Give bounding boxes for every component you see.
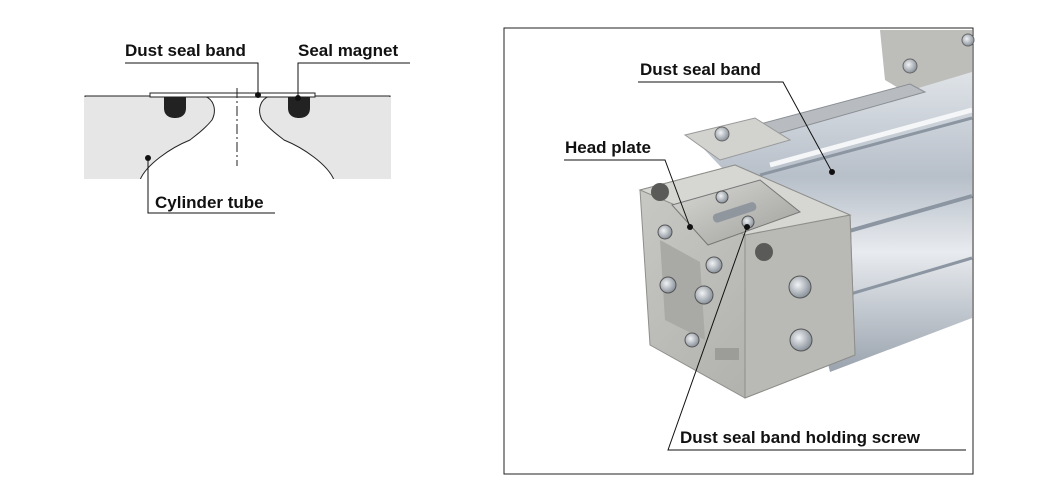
label-dust-seal-band: Dust seal band [125, 41, 246, 60]
cap-side-screw-1 [788, 275, 812, 299]
rear-plate [683, 117, 792, 161]
cap-nameplate [715, 348, 739, 360]
head-plate-top-screw [715, 190, 729, 204]
cap-side-screw-2 [789, 328, 813, 352]
cap-recess [660, 240, 705, 340]
tube-edge-mask [84, 97, 87, 181]
leader-dot-seal-magnet [295, 95, 301, 101]
label-photo-dust-seal-band: Dust seal band [640, 60, 761, 79]
cap-screw-5 [684, 332, 700, 348]
cross-section-diagram: Dust seal band Seal magnet Cylinder tube [84, 41, 410, 214]
head-plate-slot [712, 202, 757, 223]
leader-photo-dust-seal-band [638, 81, 833, 173]
tube-highlight [769, 107, 973, 168]
leader-head-plate [564, 159, 691, 228]
seal-magnet-left [164, 97, 186, 118]
tube-edge-mask-right [388, 97, 391, 181]
cap-hole-top-left [651, 183, 669, 201]
slider-screw [902, 58, 918, 74]
leader-dot-head-plate [687, 224, 693, 230]
cap-screw-3 [659, 276, 677, 294]
slider-screw-2 [961, 33, 975, 47]
cylinder-tube-section [84, 95, 215, 181]
rear-plate-screw [714, 126, 730, 142]
cylinder-tube-section-right [259, 95, 391, 181]
tube-bottom-mask [84, 179, 391, 183]
leader-dot-holding-screw [744, 224, 750, 230]
photo-panel: Dust seal band Head plate Dust seal band… [503, 27, 975, 475]
leader-cylinder-tube [147, 158, 275, 214]
label-seal-magnet: Seal magnet [298, 41, 398, 60]
cap-screw-4 [694, 285, 714, 305]
leader-dot-dust-seal-band [255, 92, 261, 98]
dust-seal-band-strip [149, 92, 316, 98]
tube-groove-3 [829, 256, 973, 302]
label-head-plate: Head plate [565, 138, 651, 157]
leader-dust-seal-band [125, 62, 259, 95]
slider-block [880, 30, 972, 92]
leader-seal-magnet [297, 62, 410, 98]
cap-hole-top-right [755, 243, 773, 261]
seal-magnet-right [288, 97, 310, 118]
leader-dot-cylinder-tube [145, 155, 151, 161]
leader-dot-photo-dust-seal-band [829, 169, 835, 175]
cap-screw-2 [705, 256, 723, 274]
cap-screw-1 [657, 224, 673, 240]
leader-holding-screw [667, 226, 966, 451]
label-holding-screw: Dust seal band holding screw [680, 428, 921, 447]
label-cylinder-tube: Cylinder tube [155, 193, 264, 212]
tube-groove-1 [759, 116, 973, 177]
